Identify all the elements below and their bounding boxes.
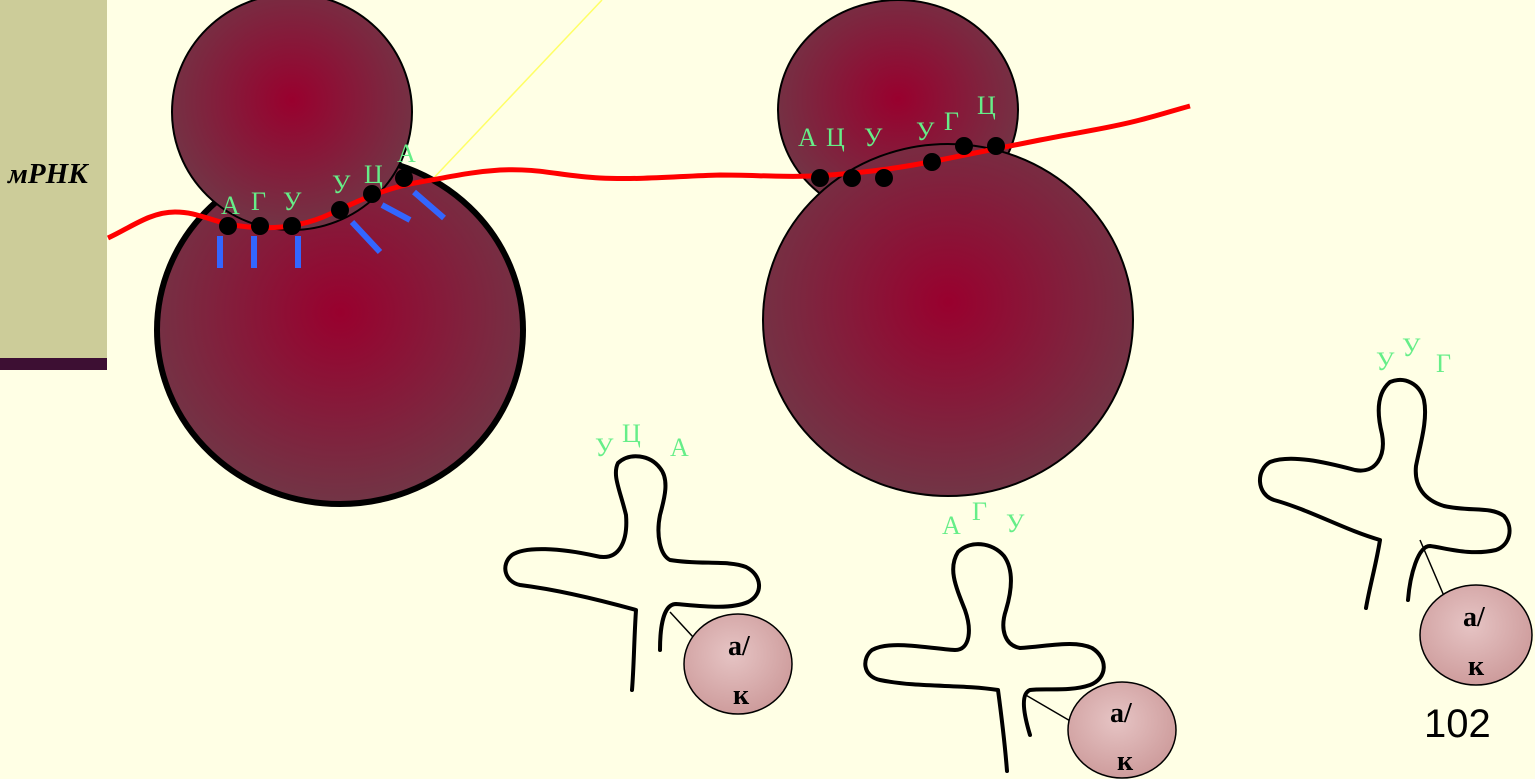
- base-label: А: [798, 123, 817, 152]
- base-label: У: [916, 117, 935, 146]
- anticodon-1-base: А: [670, 433, 689, 462]
- amino-acid-1-label-top: а/: [728, 631, 751, 662]
- nucleotide-dot: [843, 169, 861, 187]
- nucleotide-dot: [395, 169, 413, 187]
- base-label: Ц: [977, 91, 996, 120]
- amino-acid-3-label-bottom: к: [1468, 651, 1485, 682]
- amino-acid-1-label-bottom: к: [733, 680, 750, 711]
- trna-2: а/ к А Г У: [865, 497, 1176, 778]
- base-label: А: [221, 191, 240, 220]
- anticodon-3-base: У: [1376, 347, 1395, 376]
- amino-acid-2-label-bottom: к: [1117, 746, 1134, 777]
- anticodon-2-base: А: [942, 511, 961, 540]
- anticodon-2-base: У: [1006, 509, 1025, 538]
- anticodon-1-base: У: [595, 433, 614, 462]
- ribosome-right-large-subunit: [763, 144, 1133, 496]
- trna-1: а/ к У Ц А: [505, 419, 792, 714]
- nucleotide-dot: [283, 217, 301, 235]
- nucleotide-dot: [875, 169, 893, 187]
- base-label: А: [397, 139, 416, 168]
- trna-3: а/ к У У Г: [1260, 333, 1532, 685]
- trna-2-linker: [1024, 694, 1072, 722]
- nucleotide-dot: [955, 137, 973, 155]
- nucleotide-dot: [251, 217, 269, 235]
- anticodon-1-base: Ц: [622, 419, 641, 448]
- trna-3-body: [1260, 380, 1510, 608]
- amino-acid-2-label-top: а/: [1110, 698, 1133, 729]
- base-label: Г: [944, 107, 959, 136]
- nucleotide-dot: [923, 153, 941, 171]
- anticodon-2-base: Г: [972, 497, 987, 526]
- base-label: У: [864, 123, 883, 152]
- ribosome-right: [763, 0, 1133, 496]
- nucleotide-dot: [811, 169, 829, 187]
- nucleotide-dot: [331, 201, 349, 219]
- nucleotide-dot: [987, 137, 1005, 155]
- pointer-line: [428, 0, 602, 184]
- base-label: Г: [251, 187, 266, 216]
- base-label: У: [332, 170, 351, 199]
- ribosome-left: [157, 0, 523, 504]
- base-label: Ц: [826, 123, 845, 152]
- base-label: У: [283, 187, 302, 216]
- amino-acid-3-label-top: а/: [1463, 602, 1486, 633]
- base-label: Ц: [364, 160, 383, 189]
- anticodon-3-base: Г: [1436, 349, 1451, 378]
- anticodon-3-base: У: [1402, 333, 1421, 362]
